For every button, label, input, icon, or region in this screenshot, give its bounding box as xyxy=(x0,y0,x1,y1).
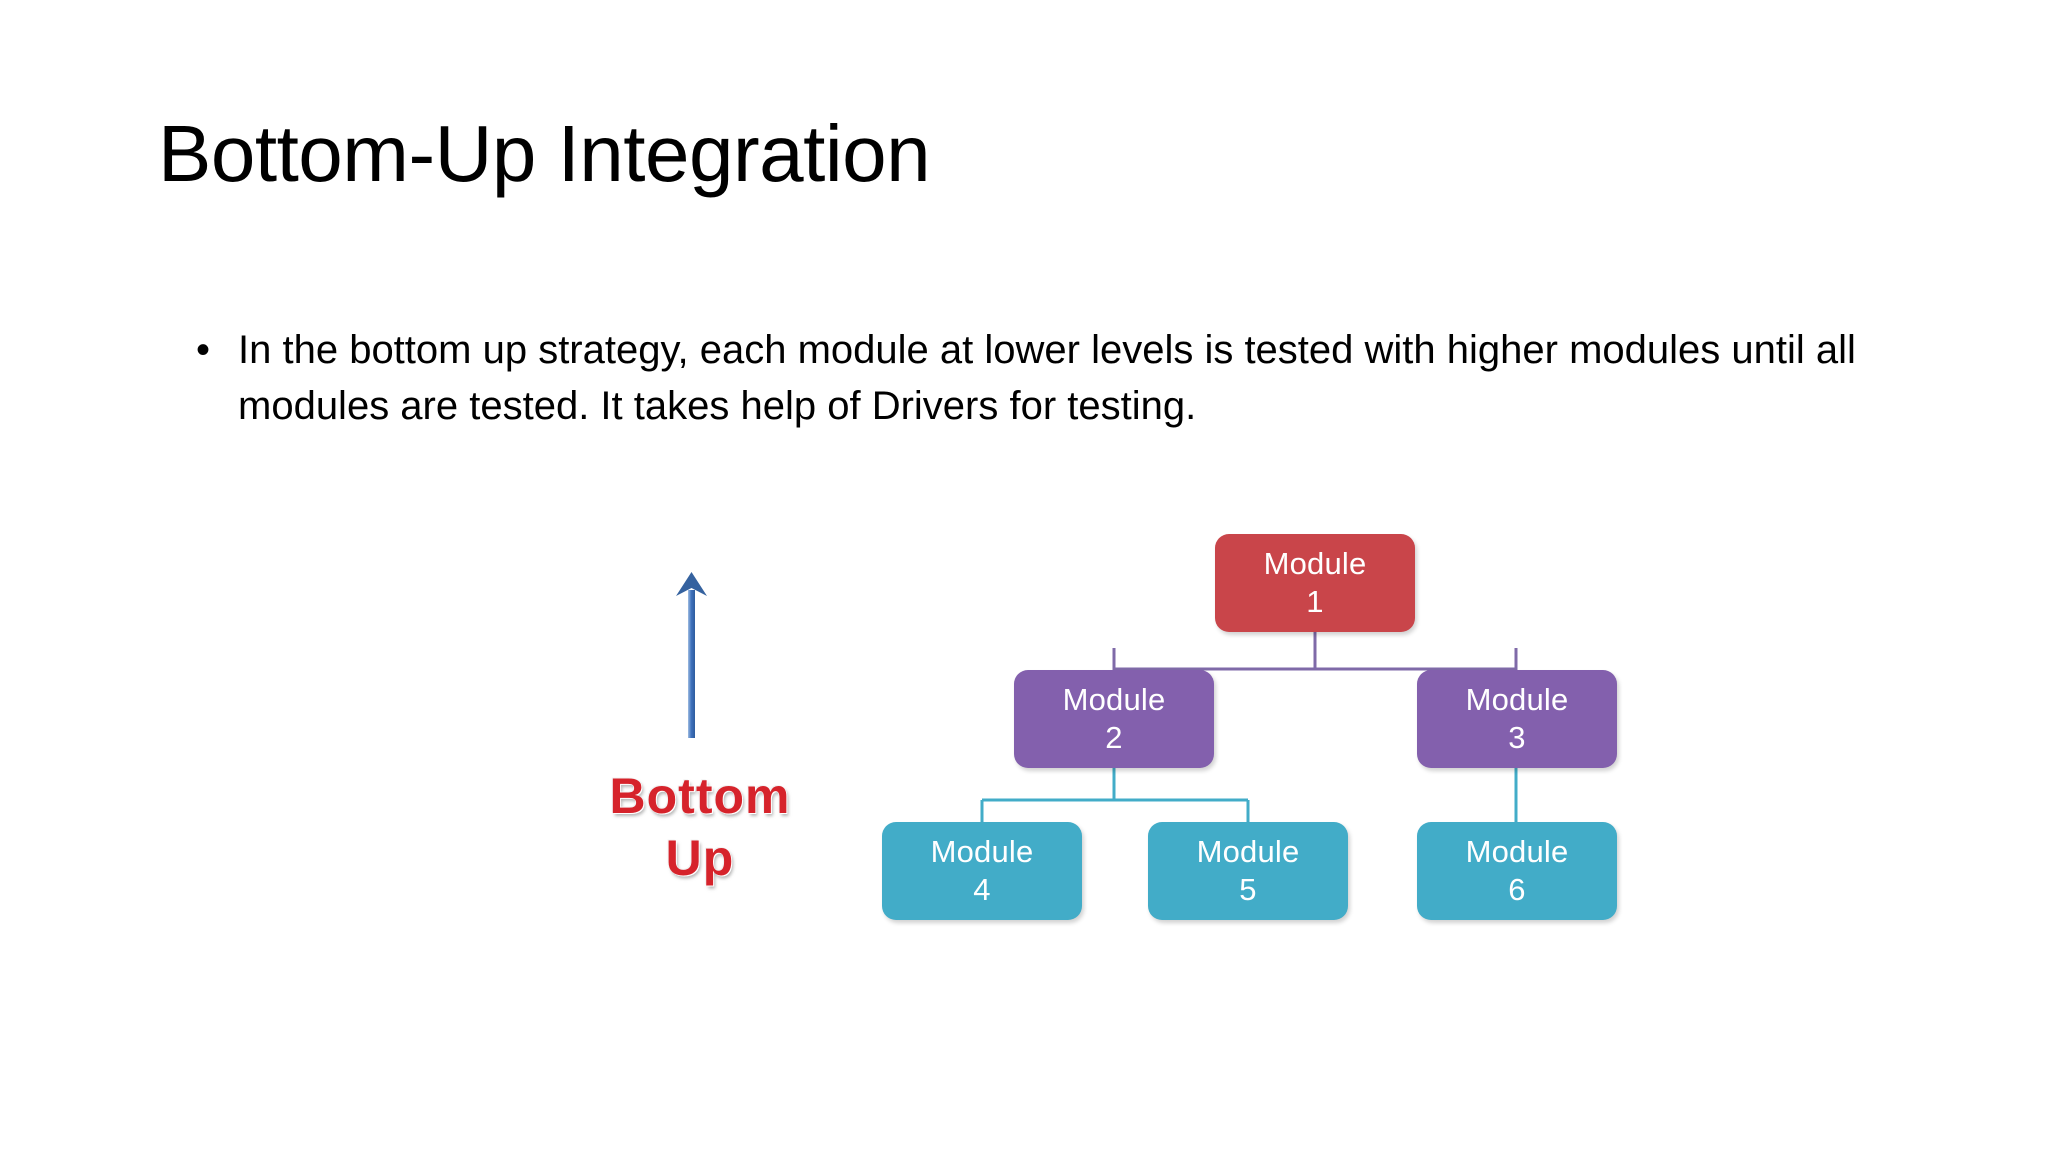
module-node-2-label: Module xyxy=(1062,682,1166,718)
bullet-item: • In the bottom up strategy, each module… xyxy=(190,322,1880,434)
upward-arrow xyxy=(660,570,730,740)
caption-line-1: Bottom xyxy=(609,768,791,824)
module-node-1-number: 1 xyxy=(1306,584,1324,619)
module-node-6[interactable]: Module 6 xyxy=(1417,822,1617,920)
caption-line-2: Up xyxy=(665,830,735,886)
module-node-4[interactable]: Module 4 xyxy=(882,822,1082,920)
connector-lines xyxy=(980,632,1518,822)
module-node-3[interactable]: Module 3 xyxy=(1417,670,1617,768)
body-content: • In the bottom up strategy, each module… xyxy=(190,322,1880,434)
module-node-5[interactable]: Module 5 xyxy=(1148,822,1348,920)
module-node-4-label: Module xyxy=(930,834,1034,870)
bottom-up-caption: Bottom Up xyxy=(540,765,860,889)
module-node-1-label: Module xyxy=(1263,546,1367,582)
bullet-marker-icon: • xyxy=(196,328,211,372)
module-node-6-label: Module xyxy=(1465,834,1569,870)
page-title: Bottom-Up Integration xyxy=(158,109,931,198)
module-node-4-number: 4 xyxy=(973,872,991,907)
module-node-6-number: 6 xyxy=(1508,872,1526,907)
module-node-5-label: Module xyxy=(1196,834,1300,870)
module-node-1[interactable]: Module 1 xyxy=(1215,534,1415,632)
bullet-text: In the bottom up strategy, each module a… xyxy=(238,328,1856,428)
module-node-3-label: Module xyxy=(1465,682,1569,718)
upward-arrow-icon xyxy=(676,572,707,738)
module-node-3-number: 3 xyxy=(1508,720,1526,755)
module-hierarchy-diagram: Bottom Up Module 1 Module 2 Module 3 Mod… xyxy=(0,470,2048,990)
module-node-2[interactable]: Module 2 xyxy=(1014,670,1214,768)
module-node-2-number: 2 xyxy=(1105,720,1123,755)
module-node-5-number: 5 xyxy=(1239,872,1257,907)
